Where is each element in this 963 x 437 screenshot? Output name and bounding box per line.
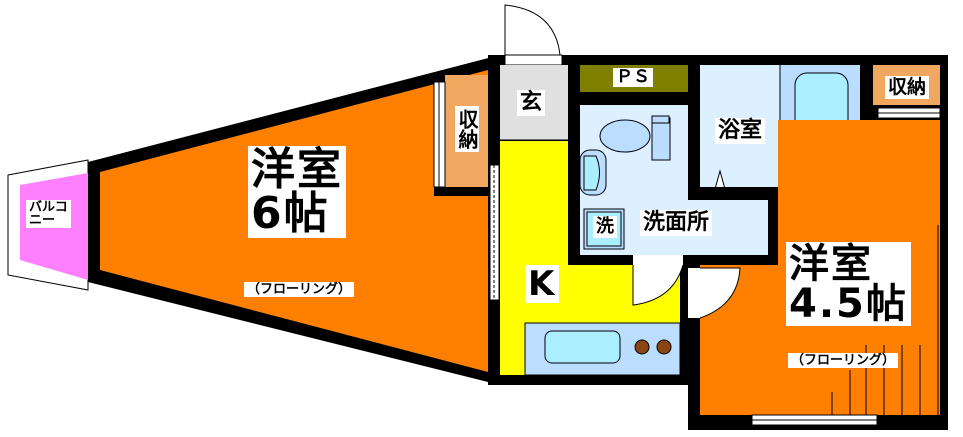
room-6-size: 6帖 xyxy=(251,188,330,239)
storage-right-label: 収納 xyxy=(885,76,930,99)
room-4-5-floor-label: （フローリング） xyxy=(788,353,899,368)
entrance-door xyxy=(504,4,563,66)
kitchen-label: K xyxy=(525,265,560,303)
room-4-5-label: 洋室 4.5帖 xyxy=(786,242,911,326)
stove-burner xyxy=(656,339,672,355)
entrance-label: 玄 xyxy=(517,90,546,116)
stove-burner xyxy=(634,339,650,355)
room-6-name: 洋室 xyxy=(251,144,343,195)
washroom-label: 洗面所 xyxy=(640,210,713,236)
pipe-space-label: ＰＳ xyxy=(613,68,653,87)
room-6-floor-label: （フローリング） xyxy=(244,282,355,297)
kitchen-floor xyxy=(500,141,680,375)
balcony-label-line2: ニー xyxy=(29,213,56,228)
room-4-5-name: 洋室 xyxy=(789,241,873,287)
room-4-5-size: 4.5帖 xyxy=(789,281,908,327)
storage-left-label: 収納 xyxy=(455,106,479,152)
bath-label: 浴室 xyxy=(715,118,766,144)
kitchen-sink xyxy=(544,330,621,364)
balcony-label-line1: バルコ xyxy=(29,200,68,215)
room-6-label: 洋室 6帖 xyxy=(248,146,346,238)
washer-label: 洗 xyxy=(593,216,617,238)
balcony-label: バルコ ニー xyxy=(26,200,71,228)
